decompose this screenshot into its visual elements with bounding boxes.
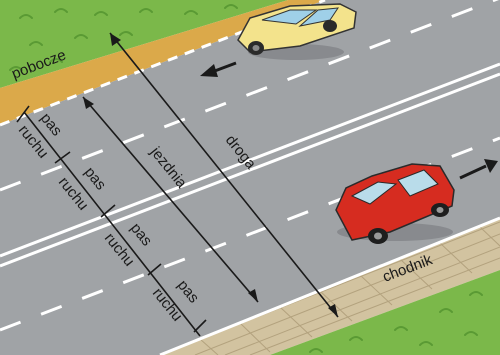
red-car — [335, 163, 455, 244]
center-double-line — [0, 62, 500, 268]
dimension-lines — [16, 32, 339, 337]
arrow-right-icon — [459, 159, 498, 180]
grass-bottom-texture — [309, 291, 483, 353]
dimension-arrowheads — [83, 33, 338, 317]
grass-top-texture — [9, 4, 238, 71]
edge-line-bottom — [159, 216, 500, 355]
yellow-car — [237, 3, 357, 60]
grass-bottom — [270, 270, 500, 355]
arrow-left-icon — [200, 61, 237, 77]
sidewalk-tiles — [169, 221, 500, 355]
